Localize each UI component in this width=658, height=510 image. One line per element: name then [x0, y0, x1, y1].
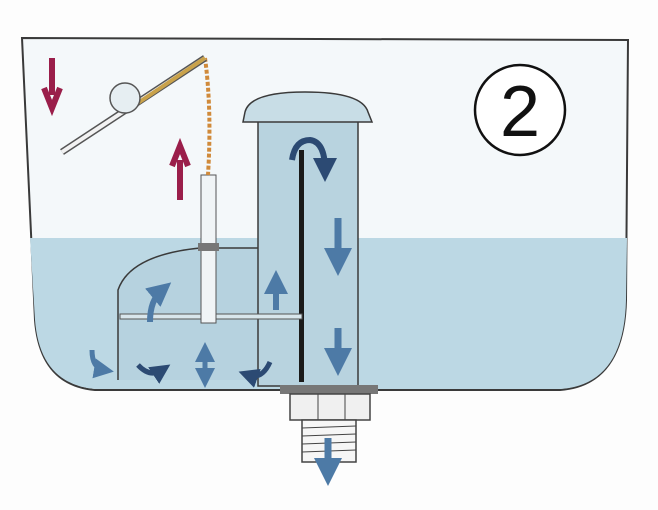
bell-flow-arrow [145, 282, 172, 323]
inlet-flow-arrow [89, 349, 114, 379]
step-number: 2 [500, 72, 540, 152]
siphon-tube [257, 117, 359, 387]
lift-rod [299, 150, 304, 382]
inlet-flow-arrow [136, 363, 171, 384]
lever-down-arrow [41, 58, 63, 117]
chain [203, 57, 212, 176]
rod-clip [198, 243, 219, 251]
inlet-flow-arrow [238, 360, 273, 388]
step-number-circle [473, 63, 567, 157]
siphon-cap [242, 91, 374, 123]
drain-nut [289, 393, 371, 421]
drain-gasket [280, 385, 378, 394]
lever-pivot [109, 82, 141, 114]
rod-up-arrow [169, 137, 191, 200]
siphon-top-arrow [289, 136, 337, 182]
